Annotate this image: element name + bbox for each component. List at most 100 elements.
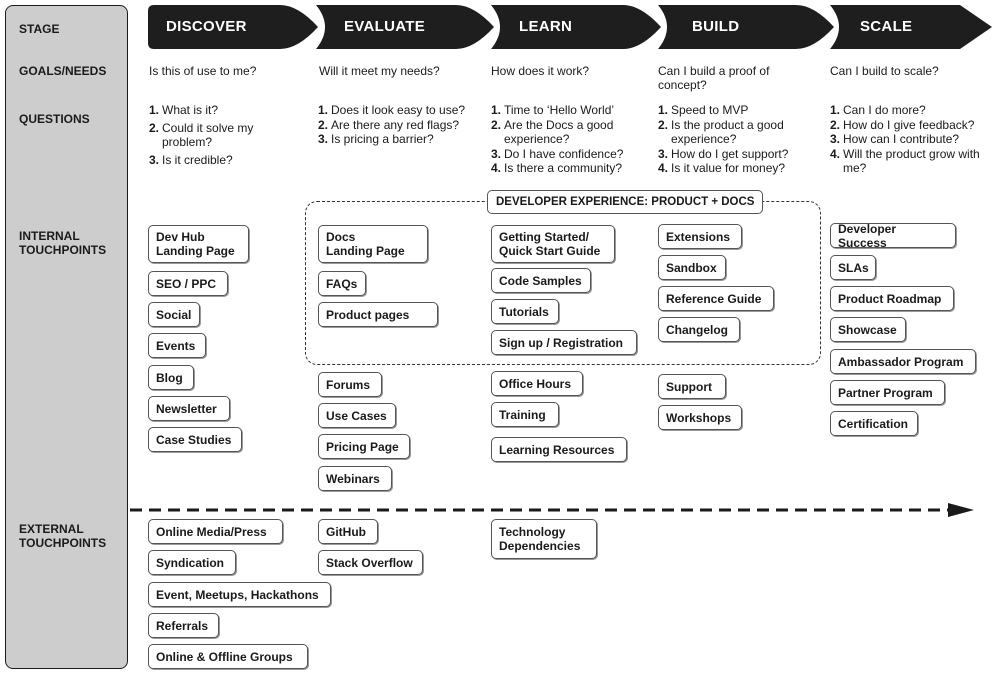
- question-number: 2.: [830, 117, 841, 132]
- question-number: 1.: [491, 103, 502, 117]
- sidebar-label-questions: QUESTIONS: [19, 112, 90, 126]
- stage-name: SCALE: [860, 18, 913, 35]
- question-number: 2.: [149, 120, 160, 135]
- questions-evaluate: 1.Does it look easy to use? 2.Are there …: [318, 103, 488, 147]
- questions-discover: 1.What is it? 2.Could it solve my proble…: [149, 103, 259, 167]
- question-text: Is it credible?: [162, 152, 233, 167]
- touchpoint-events-meetups-hackathons: Event, Meetups, Hackathons: [148, 582, 331, 607]
- touchpoint-dev-hub-landing-page: Dev Hub Landing Page: [148, 225, 249, 263]
- question-number: 4.: [658, 161, 669, 175]
- question-item: 1.What is it?: [149, 103, 259, 118]
- question-text: What is it?: [162, 103, 219, 117]
- question-number: 1.: [830, 103, 841, 117]
- touchpoint-stack-overflow: Stack Overflow: [318, 550, 423, 575]
- touchpoint-product-pages: Product pages: [318, 302, 438, 327]
- question-item: 1.Speed to MVP: [658, 103, 816, 118]
- stage-name: EVALUATE: [344, 18, 426, 35]
- question-number: 3.: [658, 146, 669, 161]
- question-text: Are the Docs a good experience?: [504, 117, 614, 147]
- touchpoint-seo-ppc: SEO / PPC: [148, 271, 228, 296]
- stage-name: LEARN: [519, 18, 573, 35]
- questions-scale: 1.Can I do more? 2.How do I give feedbac…: [830, 103, 980, 176]
- touchpoint-support: Support: [658, 374, 726, 399]
- touchpoint-blog: Blog: [148, 365, 194, 390]
- stage-banner-learn: LEARN: [491, 5, 663, 49]
- banner-arrow-shape: [830, 5, 992, 49]
- question-number: 3.: [830, 132, 841, 146]
- touchpoint-use-cases: Use Cases: [318, 403, 396, 428]
- touchpoint-newsletter: Newsletter: [148, 396, 230, 421]
- touchpoint-online-media-press: Online Media/Press: [148, 519, 283, 544]
- stage-banner-evaluate: EVALUATE: [316, 5, 496, 49]
- touchpoint-events: Events: [148, 333, 206, 358]
- touchpoint-faqs: FAQs: [318, 271, 366, 296]
- question-item: 1.Does it look easy to use?: [318, 103, 488, 118]
- question-text: Is it value for money?: [671, 161, 786, 175]
- question-text: How do I give feedback?: [843, 117, 975, 132]
- question-item: 3.How do I get support?: [658, 147, 816, 162]
- touchpoint-partner-program: Partner Program: [830, 380, 945, 405]
- touchpoint-sign-up-registration: Sign up / Registration: [491, 330, 637, 355]
- goal-learn: How does it work?: [491, 64, 590, 78]
- banner-arrow-shape: [316, 5, 494, 49]
- touchpoint-referrals: Referrals: [148, 613, 219, 638]
- question-text: How can I contribute?: [843, 132, 960, 146]
- touchpoint-ambassador-program: Ambassador Program: [830, 349, 976, 374]
- question-text: Is pricing a barrier?: [331, 132, 434, 146]
- banner-arrow-shape: [148, 5, 318, 49]
- touchpoint-syndication: Syndication: [148, 550, 236, 575]
- question-item: 4.Is there a community?: [491, 161, 649, 176]
- question-item: 3.Do I have confidence?: [491, 147, 649, 162]
- question-number: 4.: [491, 161, 502, 175]
- question-text: Are there any red flags?: [331, 117, 460, 132]
- touchpoint-certification: Certification: [830, 411, 918, 436]
- touchpoint-developer-success: Developer Success: [830, 222, 956, 250]
- question-item: 3.Is pricing a barrier?: [318, 132, 488, 147]
- questions-build: 1.Speed to MVP 2.Is the product a good e…: [658, 103, 816, 176]
- touchpoint-learning-resources: Learning Resources: [491, 437, 627, 462]
- question-number: 3.: [149, 152, 160, 167]
- stage-sidebar: [5, 5, 128, 669]
- touchpoint-webinars: Webinars: [318, 466, 392, 491]
- goal-discover: Is this of use to me?: [149, 64, 257, 78]
- question-text: Can I do more?: [843, 103, 926, 117]
- questions-learn: 1.Time to ‘Hello World’ 2.Are the Docs a…: [491, 103, 649, 176]
- question-item: 3.Is it credible?: [149, 153, 259, 168]
- question-number: 2.: [658, 117, 669, 132]
- touchpoint-office-hours: Office Hours: [491, 371, 583, 396]
- question-number: 3.: [318, 132, 329, 146]
- question-item: 4.Is it value for money?: [658, 161, 816, 176]
- question-number: 3.: [491, 146, 502, 161]
- touchpoint-pricing-page: Pricing Page: [318, 434, 410, 459]
- touchpoint-docs-landing-page: Docs Landing Page: [318, 225, 428, 263]
- question-text: Will the product grow with me?: [843, 146, 980, 176]
- question-number: 4.: [830, 146, 841, 161]
- touchpoint-reference-guide: Reference Guide: [658, 286, 774, 311]
- stage-banner-scale: SCALE: [830, 5, 992, 49]
- question-item: 2.Could it solve my problem?: [149, 121, 259, 150]
- touchpoint-workshops: Workshops: [658, 405, 742, 430]
- touchpoint-forums: Forums: [318, 372, 382, 397]
- touchpoint-sandbox: Sandbox: [658, 255, 726, 280]
- touchpoint-social: Social: [148, 302, 200, 327]
- question-item: 1.Time to ‘Hello World’: [491, 103, 649, 118]
- touchpoint-github: GitHub: [318, 519, 378, 544]
- touchpoint-training: Training: [491, 402, 559, 427]
- sidebar-label-internal: INTERNAL TOUCHPOINTS: [19, 229, 107, 257]
- banner-arrow-shape: [658, 5, 834, 49]
- question-text: How do I get support?: [671, 146, 789, 161]
- touchpoint-online-offline-groups: Online & Offline Groups: [148, 644, 308, 669]
- question-item: 2.How do I give feedback?: [830, 118, 980, 133]
- question-text: Is there a community?: [504, 161, 623, 175]
- sidebar-label-goals: GOALS/NEEDS: [19, 64, 107, 78]
- goal-evaluate: Will it meet my needs?: [319, 64, 440, 78]
- question-item: 4.Will the product grow with me?: [830, 147, 980, 176]
- question-text: Do I have confidence?: [504, 146, 624, 161]
- question-number: 1.: [658, 103, 669, 117]
- touchpoint-case-studies: Case Studies: [148, 427, 242, 452]
- touchpoint-tutorials: Tutorials: [491, 299, 559, 324]
- stage-name: BUILD: [692, 18, 740, 35]
- question-text: Is the product a good experience?: [671, 117, 784, 147]
- touchpoint-slas: SLAs: [830, 255, 876, 280]
- stage-banner-discover: DISCOVER: [148, 5, 320, 49]
